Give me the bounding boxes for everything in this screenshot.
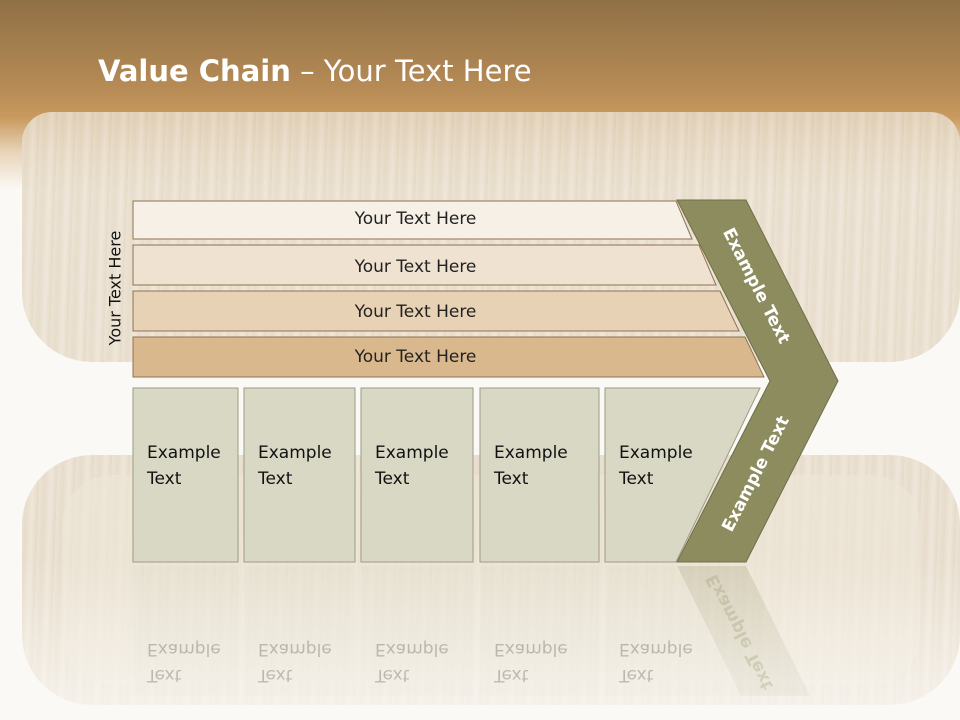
row-1-label: Your Text Here <box>354 209 477 229</box>
box-4-shape <box>479 387 600 563</box>
box-5-line1: Example <box>619 443 693 463</box>
box-2-shape <box>243 387 356 563</box>
box-3-reflect-line1: Example <box>375 639 449 659</box>
row-2-shape <box>132 244 717 286</box>
box-5-reflect-line2: Text <box>619 665 654 685</box>
reflection-fade <box>0 560 960 720</box>
box-1-reflect-line2: Text <box>147 665 182 685</box>
box-1-reflect-line1: Example <box>147 639 221 659</box>
box-2-reflect-line1: Example <box>258 639 332 659</box>
box-2-line1: Example <box>258 443 332 463</box>
page-title: Value Chain – Your Text Here <box>98 54 532 88</box>
box-4-reflect-line2: Text <box>494 665 529 685</box>
box-1-reflection-text: Text Example <box>133 566 238 696</box>
box-3-reflection-text: Text Example <box>361 566 473 696</box>
title-bold: Value Chain <box>98 54 291 88</box>
row-1-shape <box>132 200 693 240</box>
box-4-reflect-line1: Example <box>494 639 568 659</box>
box-3-shape <box>360 387 474 563</box>
row-3-shape <box>132 290 740 332</box>
row-3-label: Your Text Here <box>354 302 477 322</box>
box-1-line1: Example <box>147 443 221 463</box>
box-5-reflect-line1: Example <box>619 639 693 659</box>
box-5-line2: Text <box>619 469 654 489</box>
side-label: Your Text Here <box>105 230 125 346</box>
box-4-line1: Example <box>494 443 568 463</box>
title-rest: – Your Text Here <box>290 54 532 88</box>
box-4-reflection-text: Text Example <box>480 566 599 696</box>
box-2-reflect-line2: Text <box>258 665 293 685</box>
box-3-reflect-line2: Text <box>375 665 410 685</box>
box-3-line1: Example <box>375 443 449 463</box>
box-5-reflection-text: Text Example <box>605 566 715 696</box>
box-3-line2: Text <box>375 469 410 489</box>
box-1-line2: Text <box>147 469 182 489</box>
row-4-shape <box>132 336 765 378</box>
row-4-label: Your Text Here <box>354 347 477 367</box>
box-2-line2: Text <box>258 469 293 489</box>
box-1-shape <box>132 387 239 563</box>
box-4-line2: Text <box>494 469 529 489</box>
box-2-reflection-text: Text Example <box>244 566 355 696</box>
row-2-label: Your Text Here <box>354 257 477 277</box>
